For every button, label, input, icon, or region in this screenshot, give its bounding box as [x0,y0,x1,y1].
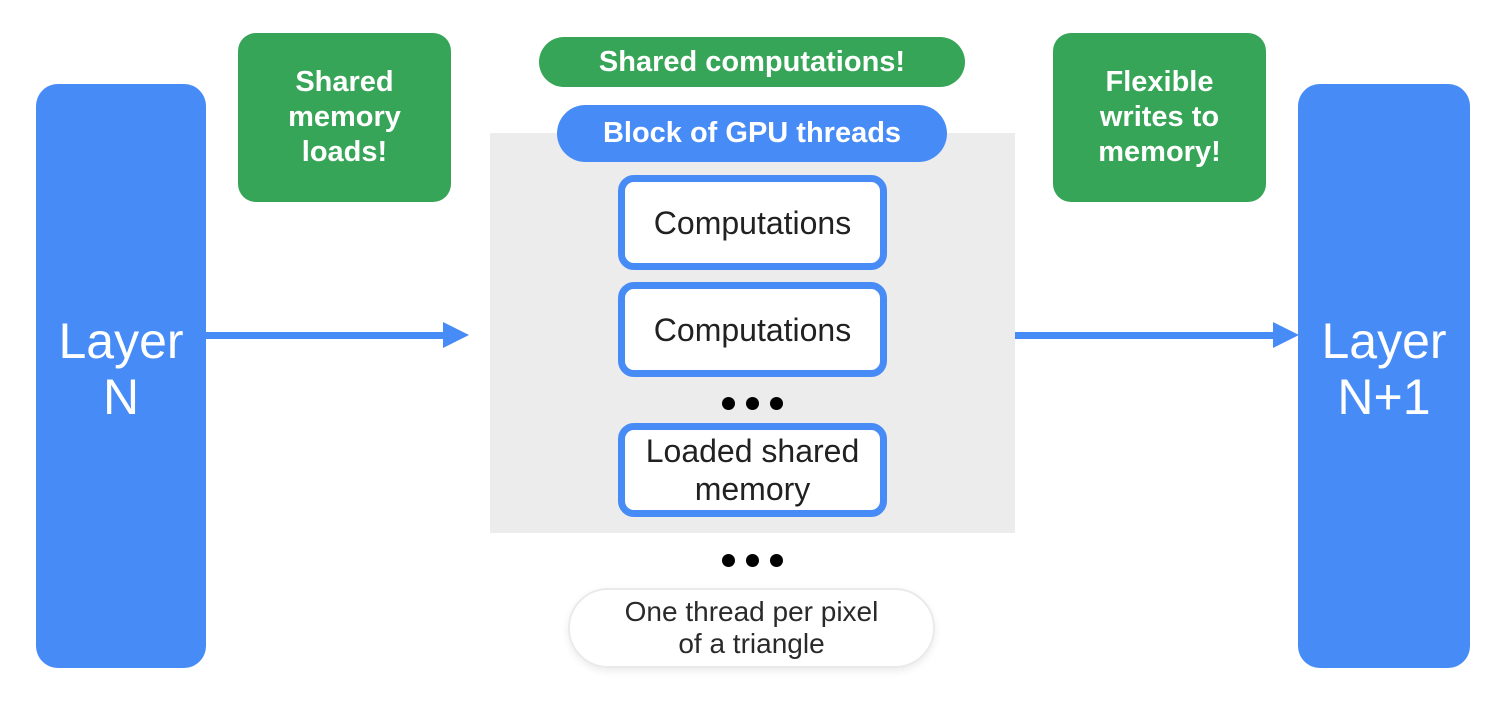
dot-icon [722,396,735,410]
footnote-pill: One thread per pixel of a triangle [568,588,935,668]
dot-icon [746,553,759,567]
layer-n1-box: Layer N+1 [1298,84,1470,668]
loaded-shared-memory-box: Loaded shared memory [618,423,887,517]
arrow-line [1015,332,1275,339]
gpu-block-label-pill: Block of GPU threads [557,105,947,162]
callout-shared-computations: Shared computations! [539,37,965,87]
layer-n-label: Layer N [58,313,184,425]
dot-icon [746,396,759,410]
dot-icon [770,396,783,410]
layer-n1-label: Layer N+1 [1321,313,1447,425]
arrow-layer-n-to-block-icon [206,322,469,348]
arrow-head-icon [1273,322,1299,348]
gpu-block-label: Block of GPU threads [602,117,902,149]
callout-shared-computations-label: Shared computations! [598,45,906,78]
computations-box-1: Computations [618,175,887,270]
computations-box-2-label: Computations [653,311,852,348]
loaded-shared-memory-label: Loaded shared memory [645,433,860,507]
arrow-block-to-layer-n1-icon [1015,322,1299,348]
callout-flexible-writes: Flexible writes to memory! [1053,33,1266,202]
computations-box-2: Computations [618,282,887,377]
ellipsis-outer-icon [618,547,887,573]
footnote-label: One thread per pixel of a triangle [624,596,879,659]
dot-icon [770,553,783,567]
arrow-head-icon [443,322,469,348]
layer-n-box: Layer N [36,84,206,668]
callout-flexible-writes-label: Flexible writes to memory! [1098,66,1221,168]
ellipsis-inner-icon [618,390,887,416]
callout-shared-memory-loads: Shared memory loads! [238,33,451,202]
arrow-line [206,332,445,339]
computations-box-1-label: Computations [653,204,852,241]
callout-shared-memory-loads-label: Shared memory loads! [288,66,401,168]
dot-icon [722,553,735,567]
